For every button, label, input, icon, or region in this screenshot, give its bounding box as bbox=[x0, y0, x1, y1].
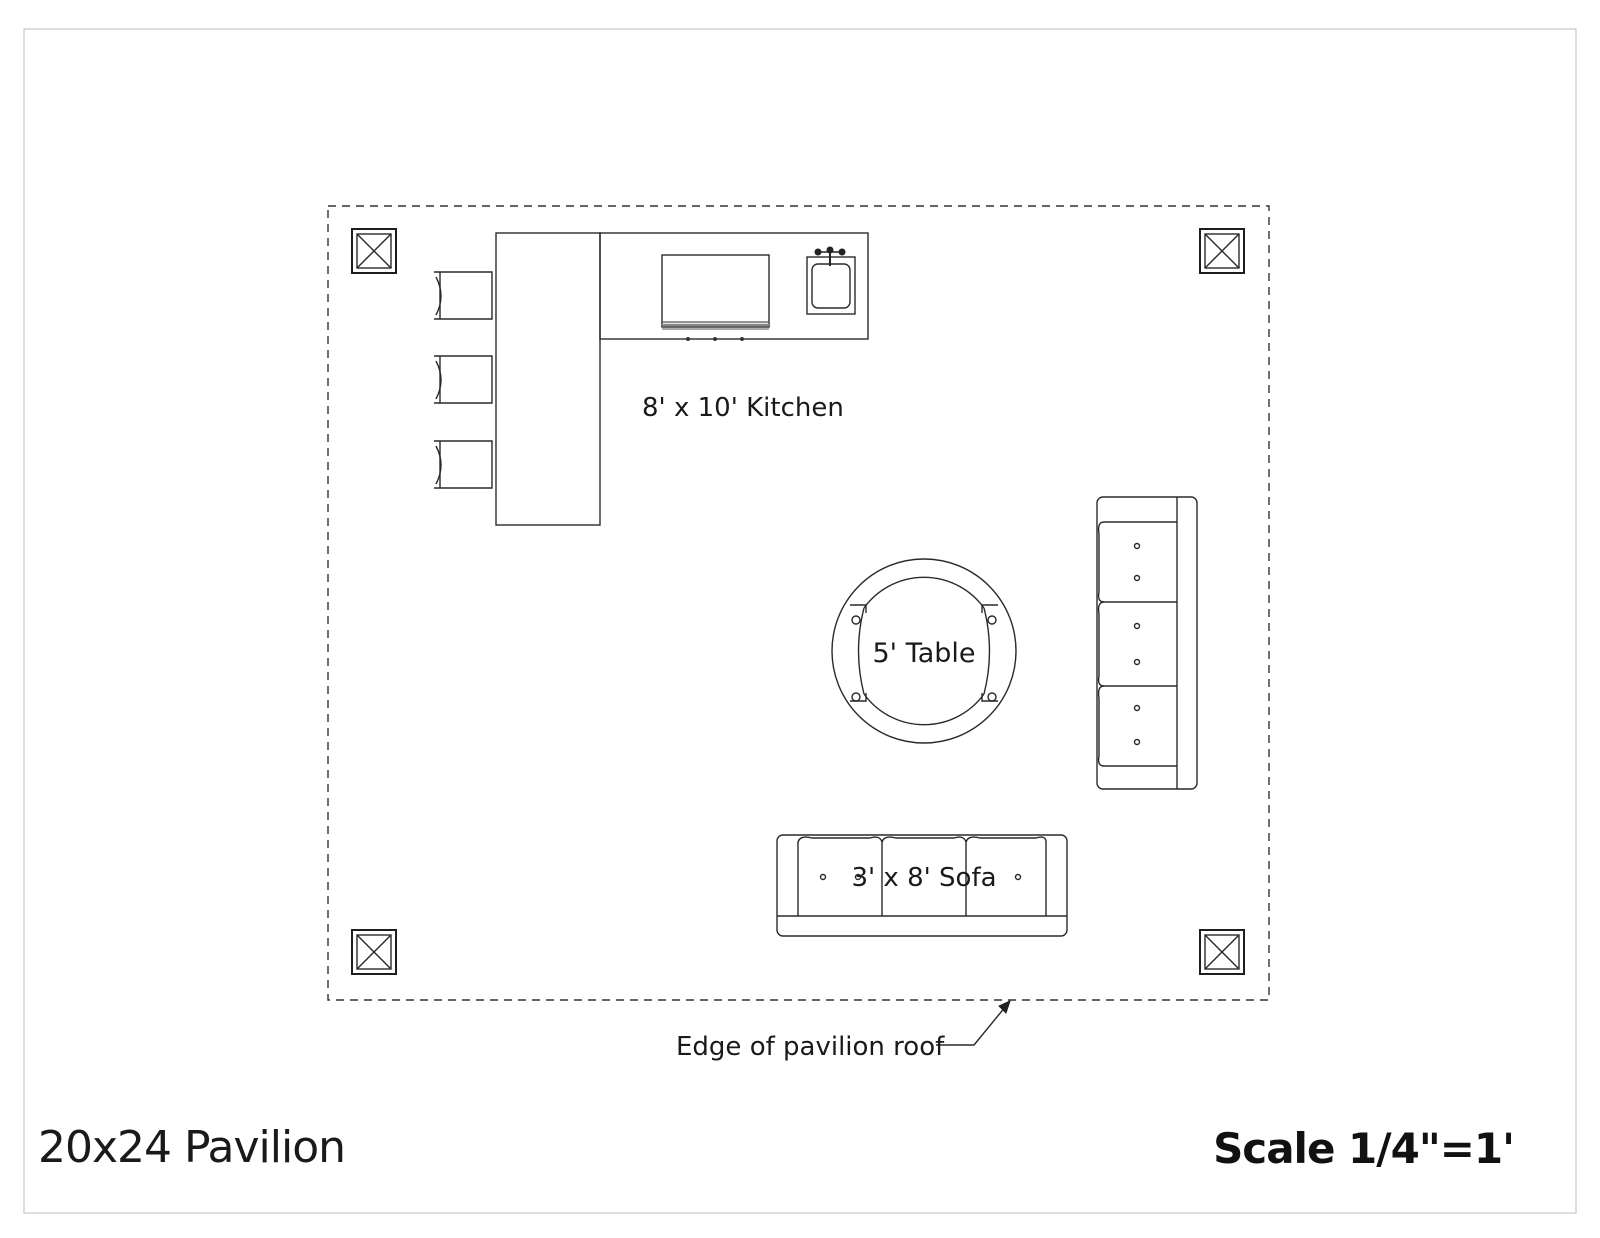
pavilion-roof-edge bbox=[327, 205, 1270, 1001]
grill-icon bbox=[661, 254, 770, 341]
post-top-left bbox=[351, 228, 397, 274]
drawing-title: 20x24 Pavilion bbox=[38, 1122, 346, 1173]
sofa-bottom bbox=[776, 834, 1068, 937]
post-bottom-left bbox=[351, 929, 397, 975]
bar-stool bbox=[434, 355, 493, 404]
sofa-label: 3' x 8' Sofa bbox=[851, 863, 996, 893]
kitchen-label: 8' x 10' Kitchen bbox=[642, 393, 844, 423]
drawing-scale: Scale 1/4"=1' bbox=[1213, 1124, 1515, 1173]
bar-stool bbox=[434, 271, 493, 320]
sofa-right bbox=[1096, 496, 1198, 790]
round-table bbox=[831, 558, 1017, 744]
bar-stool bbox=[434, 440, 493, 489]
post-top-right bbox=[1199, 228, 1245, 274]
post-bottom-right bbox=[1199, 929, 1245, 975]
table-label: 5' Table bbox=[872, 638, 975, 669]
roof-edge-label: Edge of pavilion roof bbox=[676, 1032, 945, 1062]
kitchen-counter bbox=[495, 232, 869, 526]
roof-edge-leader bbox=[936, 1000, 1011, 1046]
sheet-border bbox=[23, 28, 1577, 1214]
sink-icon bbox=[806, 246, 856, 315]
